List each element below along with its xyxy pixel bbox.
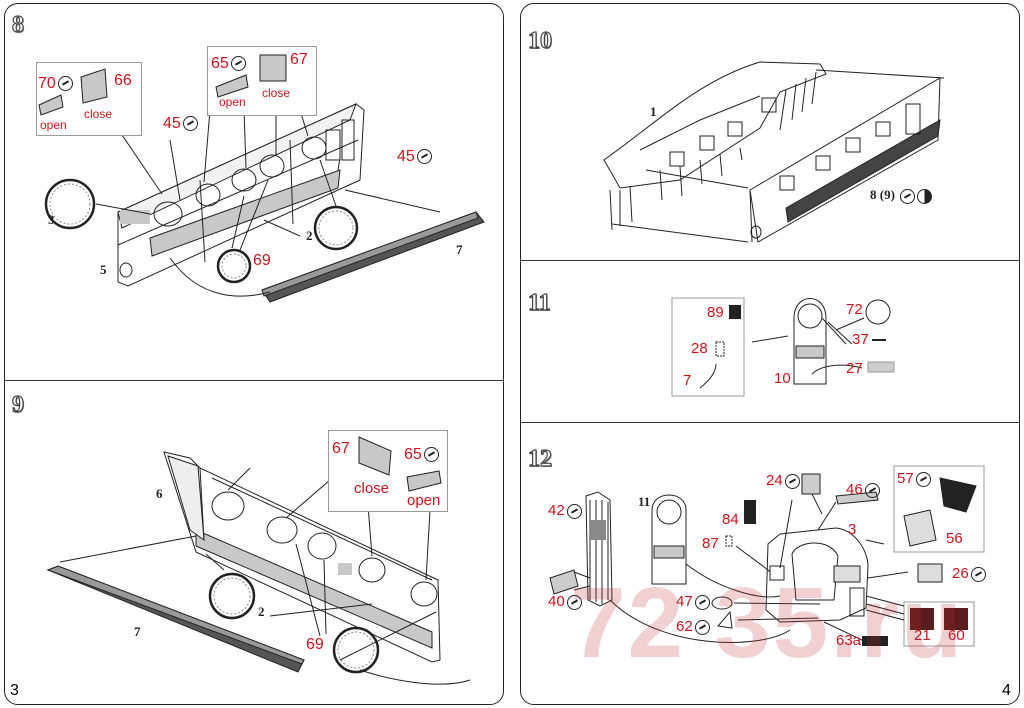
open-close-callout (36, 62, 142, 136)
section-divider (5, 380, 503, 381)
part-label: 26 (952, 566, 986, 582)
part-label: 69 (253, 252, 271, 269)
part-label: 28 (691, 340, 708, 357)
step10-assembly (603, 61, 941, 243)
photo-etch-icon (864, 482, 880, 498)
photo-etch-icon (784, 473, 800, 489)
open-close-callout (328, 430, 448, 512)
part-label: 21 (914, 627, 931, 644)
step-number: 10 (527, 27, 552, 54)
part-label: 62 (676, 619, 710, 635)
part-label: 45 (163, 116, 198, 132)
part-label: 67 (332, 440, 350, 457)
photo-etch-icon (694, 594, 710, 610)
part-label: 37 (852, 331, 869, 348)
part-label: 45 (397, 149, 432, 165)
step-number: 11 (527, 289, 551, 316)
part-label: 6 (156, 486, 163, 501)
part-label: 70 (38, 76, 73, 92)
photo-etch-icon (566, 503, 582, 519)
photo-etch-icon (230, 56, 246, 72)
part-label: 27 (846, 360, 863, 377)
part-label: 89 (707, 304, 724, 321)
state-label-close: close (354, 480, 390, 497)
photo-etch-icon (182, 116, 198, 132)
photo-etch-icon (970, 566, 986, 582)
part-label: 72 (846, 301, 863, 318)
part-label: 2 (258, 604, 265, 619)
open-close-callout (207, 46, 317, 116)
part-label: 3 (48, 212, 55, 227)
section-divider (521, 422, 1019, 423)
part-label: 67 (290, 51, 308, 68)
part-label: 7 (683, 372, 692, 389)
part-label: 7 (134, 624, 141, 639)
part-label: 11 (638, 494, 651, 509)
part-label: 66 (114, 72, 132, 89)
step-number: 8 (11, 11, 24, 38)
photo-etch-icon (423, 447, 439, 463)
part-label: 65 (404, 447, 439, 463)
part-label: 3 (848, 521, 857, 538)
part-label: 63a (836, 632, 862, 649)
state-label-open: open (40, 118, 67, 132)
state-label-close: close (262, 86, 291, 100)
part-label: 2 (306, 228, 313, 243)
part-label: 24 (766, 473, 800, 489)
state-label-close: close (84, 107, 113, 121)
part-label: 40 (548, 594, 582, 610)
paint-half-icon (917, 188, 933, 204)
step-number: 9 (11, 391, 24, 418)
state-label-open: open (219, 95, 246, 109)
photo-etch-icon (694, 619, 710, 635)
part-label: 65 (211, 56, 246, 72)
part-label: 42 (548, 503, 582, 519)
part-label: 60 (948, 627, 965, 644)
part-label: 84 (722, 511, 739, 528)
photo-etch-icon (566, 594, 582, 610)
part-label: 47 (676, 594, 710, 610)
state-label-open: open (407, 492, 441, 509)
part-label: 56 (946, 530, 963, 547)
part-label: 10 (774, 370, 791, 387)
photo-etch-icon (915, 471, 931, 487)
step-number: 12 (527, 445, 552, 472)
part-label: 57 (897, 471, 931, 487)
part-label: 8 (9) (870, 187, 933, 204)
part-label: 7 (456, 242, 463, 257)
watermark: 72 35.ru (570, 567, 965, 679)
part-label: 1 (650, 104, 657, 119)
part-label: 69 (306, 636, 324, 653)
section-divider (521, 260, 1019, 261)
step9-hull-panel (163, 451, 441, 663)
part-label: 87 (702, 535, 719, 552)
photo-etch-icon (900, 188, 916, 204)
page-number: 4 (1002, 682, 1011, 699)
step8-hull-panel (117, 103, 365, 287)
part-label: 5 (100, 262, 107, 277)
photo-etch-icon (416, 149, 432, 165)
photo-etch-icon (57, 76, 73, 92)
page-number: 3 (10, 682, 19, 699)
part-label: 46 (846, 482, 880, 498)
